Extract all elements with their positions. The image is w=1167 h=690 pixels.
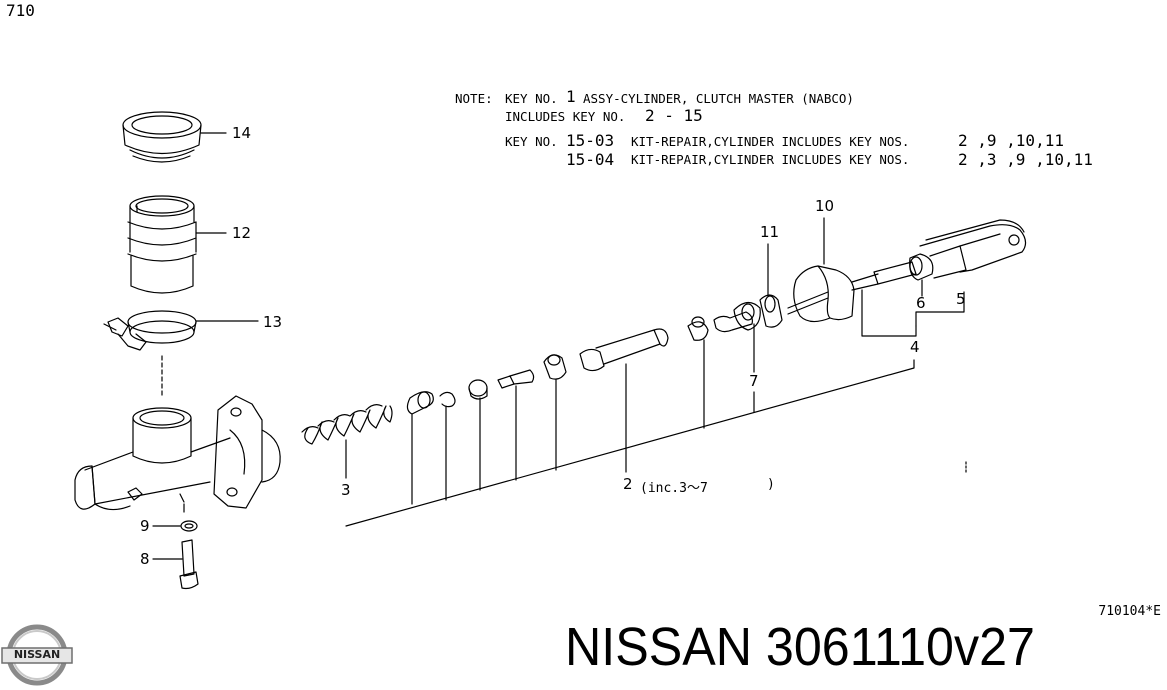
note-label: NOTE:	[455, 91, 493, 106]
note-kit2-text: KIT-REPAIR,CYLINDER INCLUDES KEY NOS.	[631, 152, 910, 167]
part-8-bolt	[152, 539, 199, 590]
callout-6: 6	[916, 294, 926, 312]
part-5-6-pushrod-clevis	[873, 219, 1027, 285]
note-kit1-prefix: KEY NO.	[505, 134, 558, 149]
note-line2-range: 2 - 15	[645, 106, 703, 125]
part-14-reservoir-cap	[122, 111, 227, 163]
part-10-boot	[793, 265, 879, 323]
callout-3: 3	[341, 481, 351, 499]
note-line2-prefix: INCLUDES KEY NO.	[505, 109, 626, 124]
part-3-spring	[301, 404, 393, 479]
note-kit1-text: KIT-REPAIR,CYLINDER INCLUDES KEY NOS.	[631, 134, 910, 149]
part-12-reservoir	[127, 195, 227, 294]
callout-4: 4	[910, 338, 920, 356]
note-line1-key: 1	[566, 87, 576, 106]
callout-8: 8	[140, 550, 150, 568]
page-code: 710	[6, 1, 35, 20]
callout-5: 5	[956, 290, 966, 308]
brand-part-title: NISSAN 3061110v27	[565, 617, 1035, 677]
callout-13: 13	[263, 313, 283, 331]
reference-code: 710104*E	[1098, 604, 1161, 619]
callout-14: 14	[232, 124, 252, 142]
note-kit2-keys: 2 ,3 ,9 ,10,11	[958, 150, 1093, 169]
callout-2: 2	[623, 475, 633, 493]
callout-2-includes: (inc.3～7	[640, 481, 708, 496]
nissan-logo-text: NISSAN	[13, 648, 61, 661]
callout-7: 7	[749, 372, 759, 390]
nissan-logo: NISSAN	[0, 624, 74, 686]
note-kit2-key: 15-04	[566, 150, 615, 169]
callout-11: 11	[760, 223, 780, 241]
part-13-clamp	[103, 310, 259, 397]
callout-10: 10	[815, 197, 835, 215]
callout-9: 9	[140, 517, 150, 535]
callout-2-close: )	[767, 477, 775, 492]
leader-lines	[345, 217, 967, 527]
part-9-oring	[152, 520, 198, 532]
note-kit1-keys: 2 ,9 ,10,11	[958, 131, 1064, 150]
nissan-logo-icon	[1, 624, 73, 686]
note-line1-text: ASSY-CYLINDER, CLUTCH MASTER (NABCO)	[583, 91, 854, 106]
callout-12: 12	[232, 224, 252, 242]
part-1-cylinder-body	[74, 395, 281, 513]
note-line1-prefix: KEY NO.	[505, 91, 558, 106]
note-kit1-key: 15-03	[566, 131, 615, 150]
seal-parts	[406, 291, 829, 415]
